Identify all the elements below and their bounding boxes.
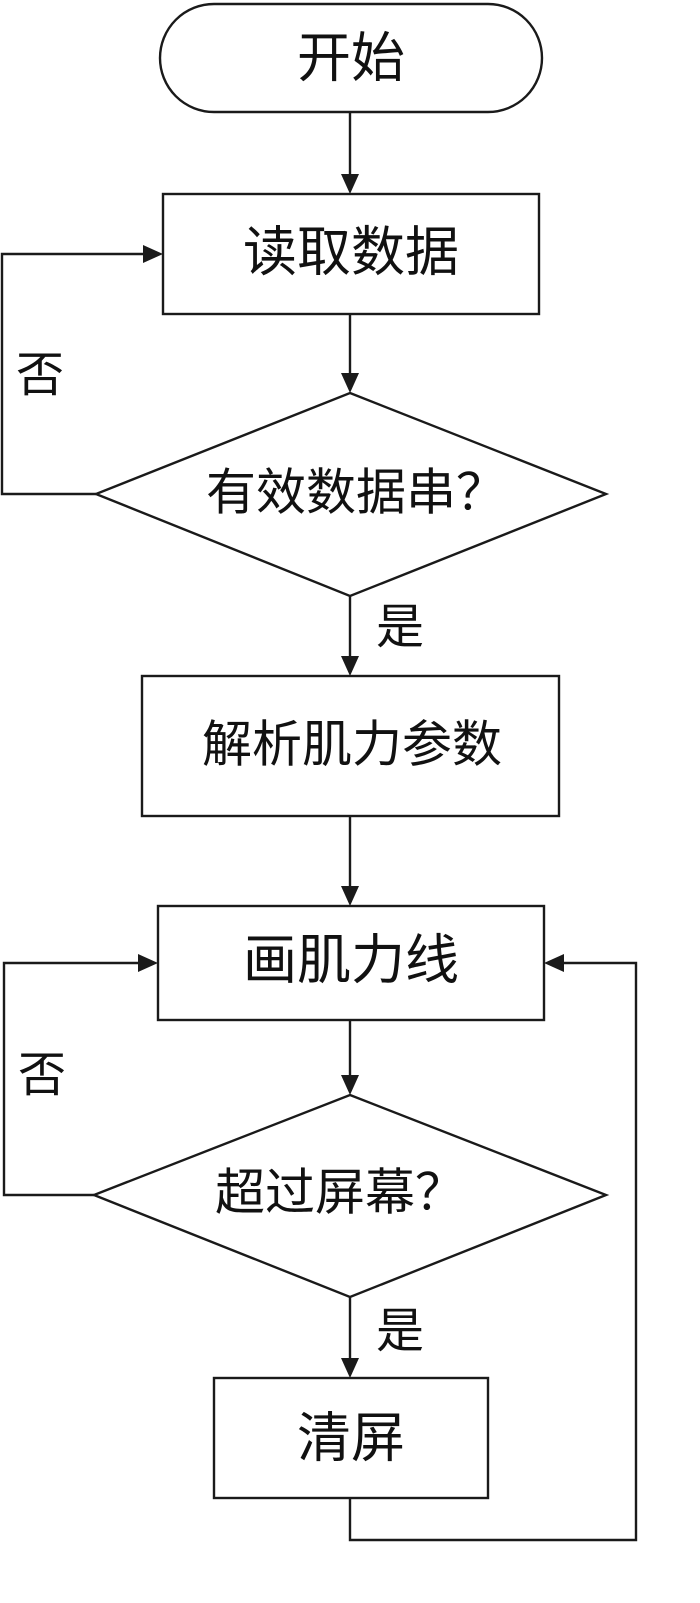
valid-yes-label: 是 (376, 599, 424, 655)
arrowhead-down-icon (341, 373, 359, 393)
exceed-screen-label: 超过屏幕？ (215, 1164, 465, 1222)
read-data-box (161, 192, 541, 316)
draw-line-label: 画肌力线 (243, 929, 459, 992)
arrowhead-right-icon (143, 245, 163, 263)
exceed-no-label: 否 (18, 1047, 66, 1103)
arrowhead-down-icon (341, 656, 359, 676)
arrowhead-down-icon (341, 1358, 359, 1378)
clear-screen-box (212, 1376, 490, 1500)
exceed-yes-label: 是 (376, 1303, 424, 1359)
parse-params-label: 解析肌力参数 (202, 716, 502, 774)
start-label: 开始 (297, 27, 405, 90)
valid-no-label: 否 (16, 347, 64, 403)
arrowhead-down-icon (341, 1075, 359, 1095)
arrowhead-down-icon (341, 174, 359, 194)
valid-string-label: 有效数据串？ (206, 464, 506, 522)
draw-line-box (156, 904, 546, 1022)
connector-clear-loop (348, 961, 638, 1542)
read-data-label: 读取数据 (243, 221, 459, 284)
connector-exceed-no-loop (2, 961, 140, 1197)
arrowhead-right-icon (138, 954, 158, 972)
connector-valid-no-loop (0, 252, 145, 496)
arrowhead-down-icon (341, 886, 359, 906)
clear-screen-label: 清屏 (297, 1407, 405, 1470)
arrowhead-left-icon (544, 954, 564, 972)
